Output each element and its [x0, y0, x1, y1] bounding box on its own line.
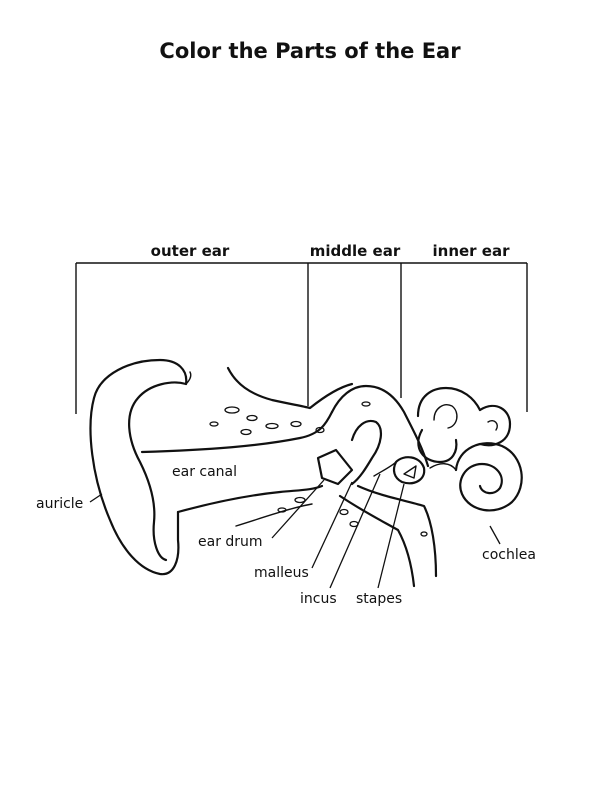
- auricle-outer-rim: [89, 358, 188, 576]
- leader-lines: [89, 473, 501, 589]
- vestibule: [429, 463, 457, 471]
- middle-ear-shape: [316, 384, 438, 588]
- ear-canal-shape: [140, 366, 354, 527]
- eustachian-tube-inner: [356, 484, 438, 578]
- bone-dot: [209, 421, 219, 427]
- stapes-footplate: [403, 465, 417, 479]
- label-malleus: malleus: [254, 565, 309, 581]
- bone-dot: [290, 420, 302, 428]
- label-ear-drum: ear drum: [198, 534, 263, 550]
- section-label-outer-ear: outer ear: [151, 242, 230, 260]
- leader-malleus: [311, 481, 353, 569]
- stapes-bone: [392, 456, 426, 485]
- eardrum-membrane: [316, 448, 354, 486]
- bone-dot: [294, 496, 306, 504]
- bone-dot: [265, 422, 279, 430]
- bone-dot: [277, 507, 287, 513]
- semicircular-canal-top: [416, 386, 482, 418]
- label-cochlea: cochlea: [482, 547, 536, 563]
- semicircular-canal-inner-loop: [433, 404, 458, 429]
- semicircular-canal-front: [417, 428, 458, 464]
- bone-dot: [361, 401, 371, 407]
- bone-dot: [240, 428, 252, 436]
- bone-dot: [420, 531, 428, 537]
- section-brackets: [75, 262, 528, 414]
- ear-canal-upper-wall: [140, 410, 334, 454]
- middle-ear-cavity-roof: [330, 384, 430, 468]
- ear-canal-lower-wall: [176, 484, 324, 514]
- section-label-middle-ear: middle ear: [310, 242, 401, 260]
- ear-canal-floor: [235, 503, 313, 527]
- leader-stapes: [377, 483, 405, 589]
- auricle-shape: [89, 358, 192, 576]
- section-label-inner-ear: inner ear: [433, 242, 511, 260]
- label-incus: incus: [300, 591, 337, 607]
- skull-bone-outline: [226, 366, 354, 410]
- label-auricle: auricle: [36, 496, 83, 512]
- bone-dot: [339, 508, 349, 516]
- leader-cochlea: [489, 525, 501, 545]
- semicircular-canal-right: [478, 404, 512, 447]
- bone-dot: [315, 426, 325, 434]
- inner-ear-shape: [416, 386, 523, 512]
- leader-incus: [329, 473, 381, 589]
- bone-dot: [246, 414, 258, 422]
- eustachian-tube-outer: [338, 494, 416, 588]
- label-ear-canal: ear canal: [172, 464, 237, 480]
- label-stapes: stapes: [356, 591, 402, 607]
- auricle-tip: [185, 371, 192, 385]
- bone-dot: [224, 406, 240, 414]
- semicircular-canal-inner-loop-right: [487, 420, 498, 431]
- page-title: Color the Parts of the Ear: [159, 39, 461, 63]
- leader-ear-drum: [271, 479, 325, 539]
- incus-bone: [373, 461, 397, 477]
- cochlea-spiral: [454, 442, 523, 512]
- malleus-bone: [350, 419, 382, 486]
- leader-auricle: [89, 493, 103, 503]
- auricle-inner-fold: [128, 381, 188, 562]
